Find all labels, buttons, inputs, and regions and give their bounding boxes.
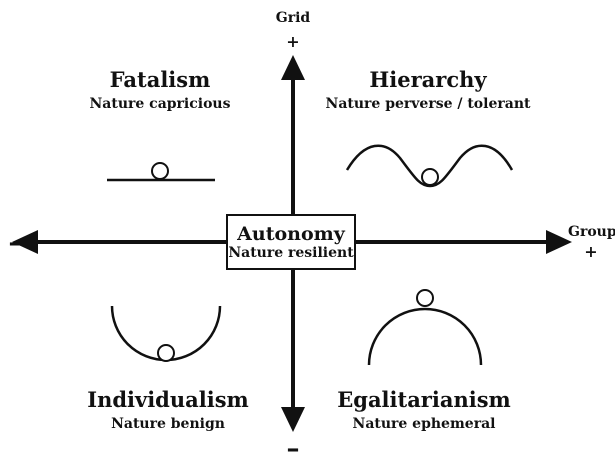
arrowhead-down-icon <box>281 407 305 432</box>
autonomy-box: Autonomy Nature resilient <box>226 214 356 270</box>
grid-plus-sign: + <box>286 32 300 51</box>
ball-in-bowl-icon <box>110 305 222 362</box>
arrowhead-right-icon <box>546 230 572 254</box>
group-plus-sign: + <box>584 242 598 261</box>
grid-axis-label: Grid <box>275 10 311 26</box>
ball-on-flat-line-icon <box>107 162 215 182</box>
quadrant-subtitle-fatalism: Nature capricious <box>89 96 231 112</box>
quadrant-title-fatalism: Fatalism <box>109 67 211 92</box>
center-title: Autonomy <box>237 222 345 245</box>
group-axis-label: Group <box>568 224 615 240</box>
arrowhead-left-icon <box>12 230 38 254</box>
group-minus-sign: – <box>8 228 22 258</box>
quadrant-title-egalitarianism: Egalitarianism <box>337 387 511 412</box>
arrowhead-up-icon <box>281 55 305 80</box>
grid-minus-sign: – <box>286 434 300 464</box>
quadrant-title-individualism: Individualism <box>87 387 249 412</box>
quadrant-subtitle-individualism: Nature benign <box>111 416 225 432</box>
quadrant-subtitle-egalitarianism: Nature ephemeral <box>352 416 496 432</box>
quadrant-subtitle-hierarchy: Nature perverse / tolerant <box>325 96 531 112</box>
center-subtitle: Nature resilient <box>228 244 354 261</box>
ball-in-wave-trough-icon <box>345 144 514 188</box>
ball-on-dome-icon <box>367 289 483 366</box>
quadrant-title-hierarchy: Hierarchy <box>369 67 487 92</box>
